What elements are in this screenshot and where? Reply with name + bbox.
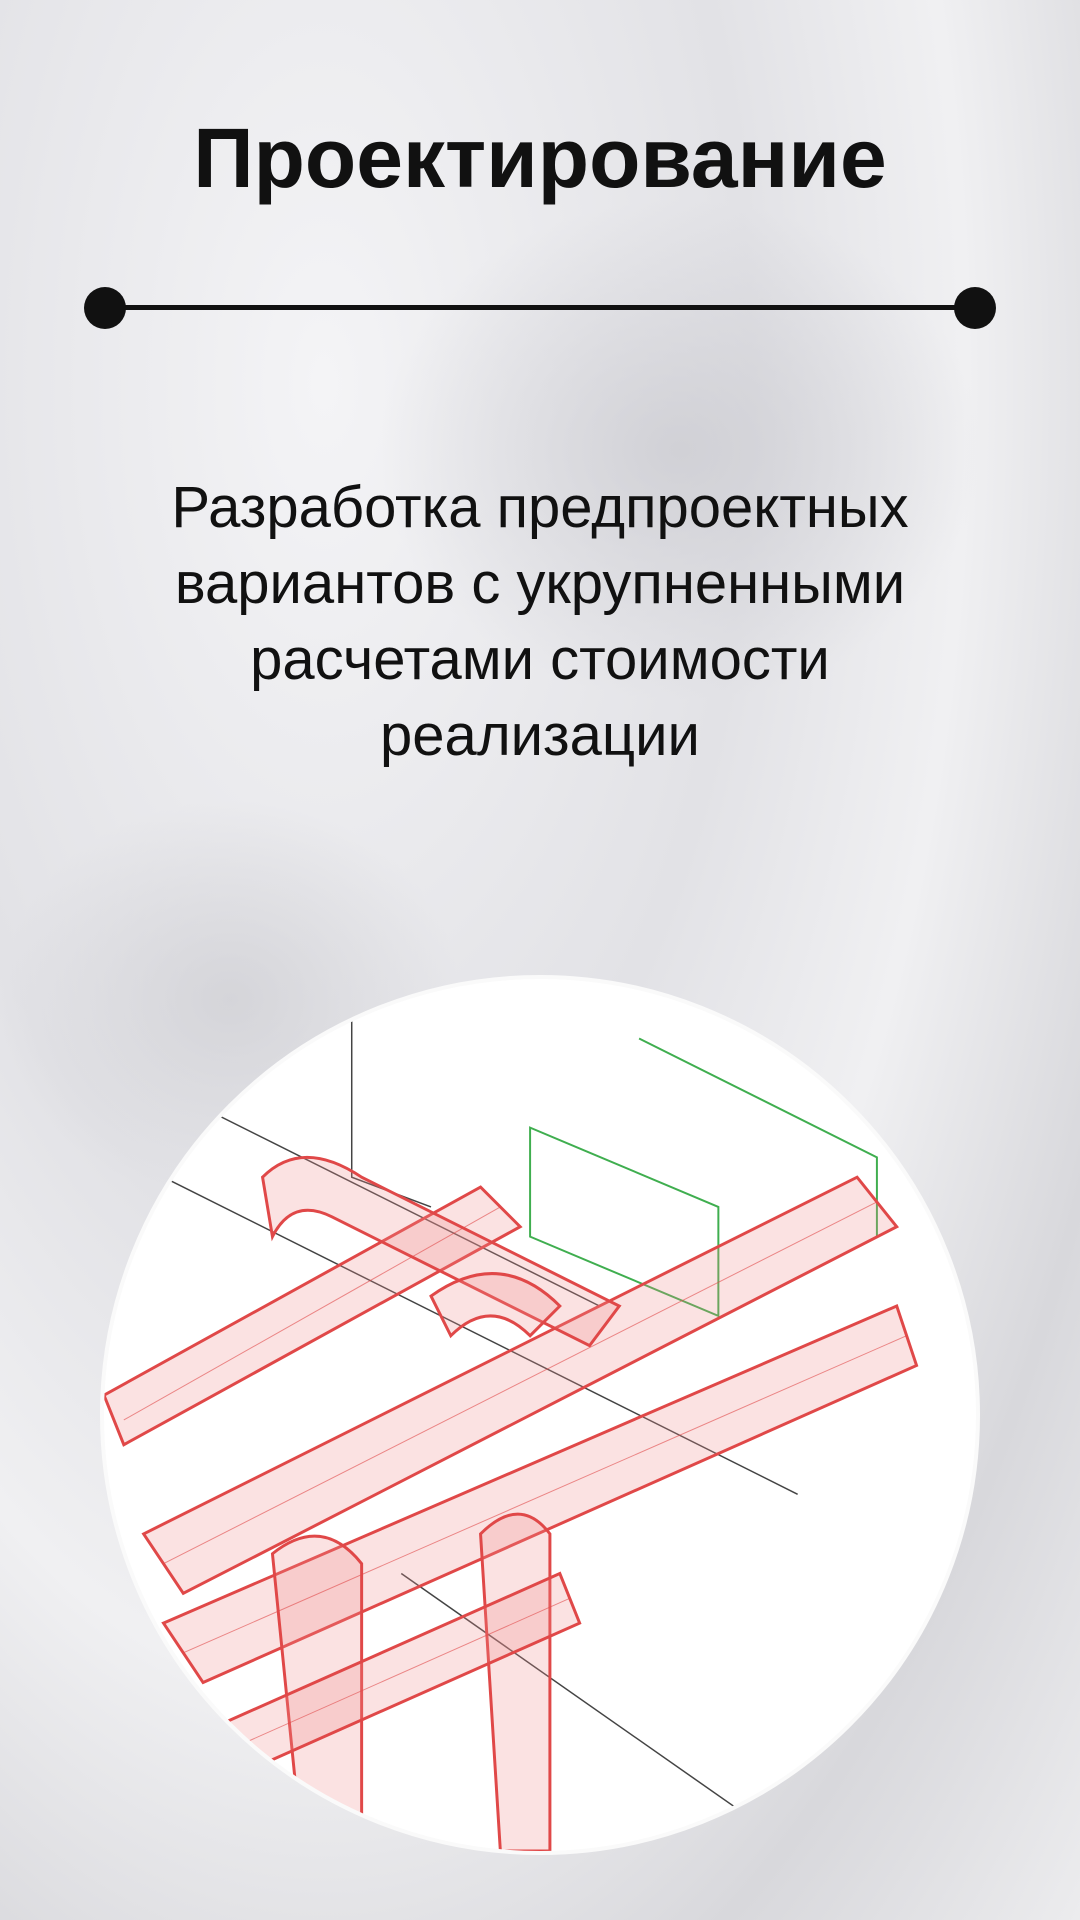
background-blur <box>380 200 980 700</box>
divider-line <box>105 305 975 310</box>
description-line: вариантов с укрупненными <box>174 551 906 616</box>
divider-dot-right <box>954 287 996 329</box>
description-line: Разработка предпроектных <box>171 475 909 540</box>
description-line: расчетами стоимости <box>250 627 830 692</box>
pipe-drawing-image <box>100 975 980 1855</box>
description-line: реализации <box>380 703 700 768</box>
page-title: Проектирование <box>193 111 887 205</box>
divider-dot-left <box>84 287 126 329</box>
pipe-drawing-illustration <box>104 1008 919 1851</box>
description: Разработка предпроектных вариантов с укр… <box>90 470 990 774</box>
